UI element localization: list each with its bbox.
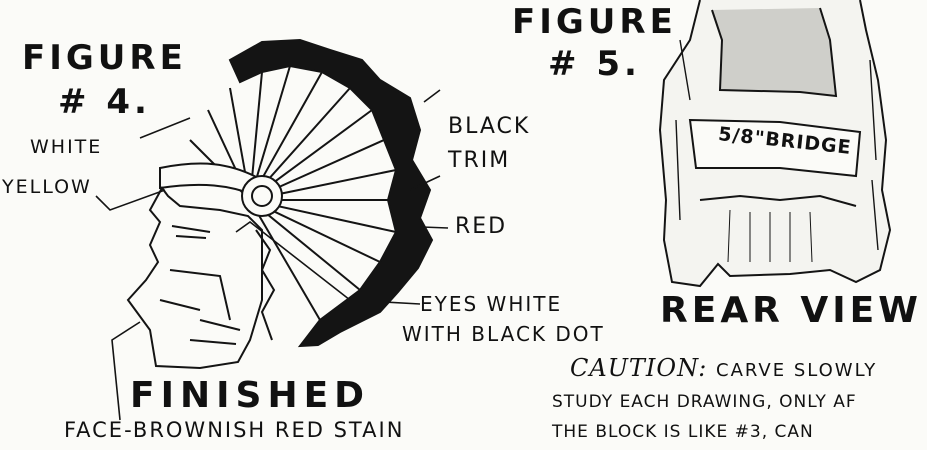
label-white: WHITE bbox=[30, 136, 102, 158]
headband-disc bbox=[242, 176, 282, 216]
figure5-title: FIGURE bbox=[512, 2, 677, 42]
rear-view-label: REAR VIEW bbox=[660, 290, 922, 331]
figure4-title: FIGURE bbox=[22, 38, 187, 78]
figure4-number: # 4. bbox=[58, 82, 151, 122]
figure4-headdress-drawing bbox=[128, 40, 432, 368]
label-yellow: YELLOW bbox=[2, 176, 92, 198]
figure4-caption: FINISHED bbox=[130, 375, 370, 416]
caution-line1: CARVE SLOWLY bbox=[716, 360, 877, 381]
label-black: BLACK bbox=[448, 114, 530, 139]
caution-heading: CAUTION: bbox=[570, 354, 707, 382]
label-eyes-line1: EYES WHITE bbox=[420, 292, 562, 316]
label-trim: TRIM bbox=[448, 148, 510, 173]
label-eyes-line2: WITH BLACK DOT bbox=[402, 322, 605, 346]
label-red: RED bbox=[455, 214, 507, 239]
caution-line3: THE BLOCK IS LIKE #3, CAN bbox=[552, 422, 814, 442]
caution-line2: STUDY EACH DRAWING, ONLY AF bbox=[552, 392, 857, 412]
figure5-number: # 5. bbox=[548, 44, 641, 84]
face-note: FACE-BROWNISH RED STAIN bbox=[64, 418, 404, 442]
